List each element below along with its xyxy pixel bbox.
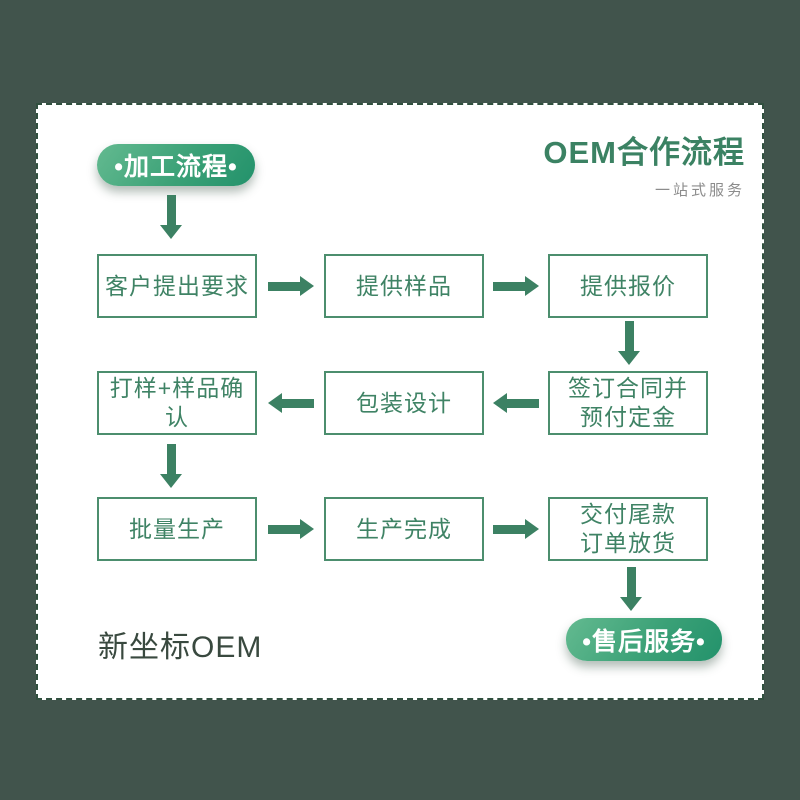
arrow-shaft [166, 195, 176, 225]
header: OEM合作流程 一站式服务 [543, 127, 745, 200]
page-title: OEM合作流程 [543, 135, 745, 170]
arrow-shaft [626, 567, 636, 597]
step-provide-samples: 提供样品 [324, 254, 484, 318]
arrow-shaft [268, 281, 300, 291]
arrow-head [618, 351, 640, 365]
start-badge: •加工流程• [97, 144, 255, 186]
arrow-head [160, 225, 182, 239]
end-badge-label: •售后服务• [582, 627, 706, 656]
step-proofing-sample-confirm: 打样+样品确认 [97, 371, 257, 435]
arrow-shaft [282, 398, 314, 408]
step-provide-quotation: 提供报价 [548, 254, 708, 318]
step-customer-requirements: 客户提出要求 [97, 254, 257, 318]
arrow-shaft [166, 444, 176, 474]
arrow-left-icon [493, 393, 539, 413]
step-sign-contract-deposit: 签订合同并 预付定金 [548, 371, 708, 435]
arrow-right-icon [268, 519, 314, 539]
arrow-head [300, 276, 314, 296]
arrow-shaft [624, 321, 634, 351]
arrow-shaft [493, 281, 525, 291]
start-badge-label: •加工流程• [114, 153, 238, 181]
arrow-shaft [493, 524, 525, 534]
arrow-down-icon [618, 321, 640, 365]
arrow-down-icon [160, 195, 182, 239]
arrow-right-icon [268, 276, 314, 296]
step-mass-production: 批量生产 [97, 497, 257, 561]
arrow-right-icon [493, 276, 539, 296]
arrow-head [160, 474, 182, 488]
step-final-payment-release: 交付尾款 订单放货 [548, 497, 708, 561]
page-subtitle: 一站式服务 [654, 182, 745, 199]
flowchart-card: •加工流程• OEM合作流程 一站式服务 客户提出要求 提供样品 提供报价 打样… [36, 103, 764, 700]
arrow-head [300, 519, 314, 539]
arrow-head [493, 393, 507, 413]
arrow-head [268, 393, 282, 413]
arrow-shaft [268, 524, 300, 534]
arrow-left-icon [268, 393, 314, 413]
arrow-down-icon [160, 444, 182, 488]
arrow-down-icon [620, 567, 642, 611]
step-production-complete: 生产完成 [324, 497, 484, 561]
arrow-head [525, 276, 539, 296]
brand-text: 新坐标OEM [98, 631, 263, 664]
arrow-shaft [507, 398, 539, 408]
step-packaging-design: 包装设计 [324, 371, 484, 435]
arrow-right-icon [493, 519, 539, 539]
end-badge: •售后服务• [566, 618, 722, 661]
arrow-head [620, 597, 642, 611]
arrow-head [525, 519, 539, 539]
